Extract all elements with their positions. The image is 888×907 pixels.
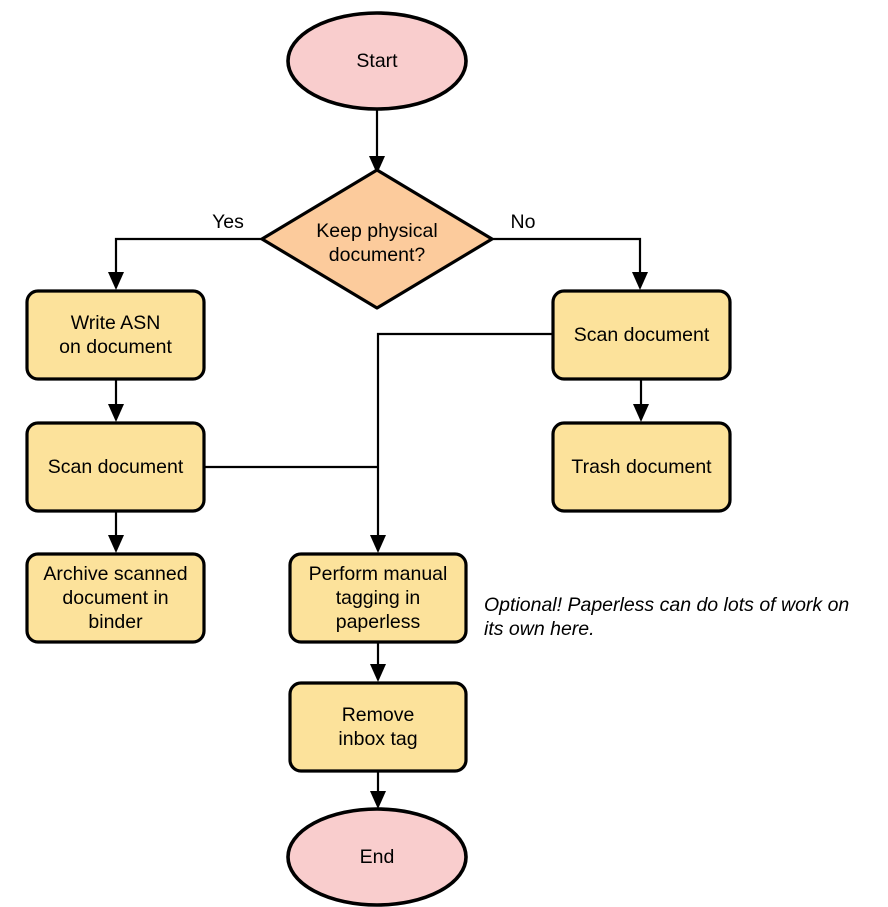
tagging-label-line3: paperless — [336, 611, 421, 633]
write-asn-box-shape[interactable] — [25, 289, 206, 381]
node-trash-document[interactable]: Trash document — [551, 421, 732, 513]
edge-tagging-to-remove-inbox — [370, 642, 386, 682]
decision-diamond-shape[interactable] — [260, 168, 494, 310]
edge-scan-right-to-tagging — [370, 332, 553, 553]
arrowhead-icon — [108, 535, 124, 553]
start-terminator-shape[interactable] — [286, 11, 468, 111]
edge-scan-left-to-archive — [108, 511, 124, 553]
scan-document-left-box-shape[interactable] — [25, 421, 206, 513]
edge-write-asn-to-scan-left — [108, 379, 124, 422]
start-label: Start — [356, 50, 398, 72]
arrowhead-icon — [108, 404, 124, 422]
arrowhead-icon — [369, 156, 385, 174]
node-archive-scanned-document[interactable]: Archive scanned document in binder — [25, 552, 206, 644]
tagging-label-line1: Perform manual — [309, 563, 448, 585]
decision-label-line2: document? — [329, 244, 426, 266]
end-terminator-shape[interactable] — [286, 807, 468, 907]
arrowhead-icon — [108, 272, 124, 290]
edge-remove-inbox-to-end — [370, 771, 386, 809]
node-write-asn[interactable]: Write ASN on document — [25, 289, 206, 381]
node-remove-inbox-tag[interactable]: Remove inbox tag — [288, 681, 468, 773]
edge-label-yes: Yes — [212, 211, 244, 233]
arrowhead-icon — [633, 404, 649, 422]
edge-label-no: No — [511, 211, 536, 233]
scan-document-left-label: Scan document — [48, 456, 184, 478]
node-start[interactable]: Start — [286, 11, 468, 111]
annotation-line1: Optional! Paperless can do lots of work … — [484, 594, 849, 616]
edge-decision-to-write-asn: Yes — [108, 211, 262, 290]
node-scan-document-left[interactable]: Scan document — [25, 421, 206, 513]
end-label: End — [360, 846, 395, 868]
write-asn-label-line1: Write ASN — [71, 312, 161, 334]
edge-line — [492, 237, 642, 279]
node-perform-manual-tagging[interactable]: Perform manual tagging in paperless — [288, 552, 468, 644]
annotation-line2: its own here. — [484, 618, 595, 640]
arrowhead-icon — [632, 272, 648, 290]
arrowhead-icon — [370, 664, 386, 682]
edge-line — [114, 237, 262, 279]
arrowhead-icon — [370, 535, 386, 553]
node-scan-document-right[interactable]: Scan document — [551, 289, 732, 381]
tagging-box-shape[interactable] — [288, 552, 468, 644]
node-end[interactable]: End — [286, 807, 468, 907]
remove-inbox-label-line2: inbox tag — [338, 728, 417, 750]
edge-scan-right-to-trash — [633, 379, 649, 422]
edge-line — [376, 332, 553, 542]
scan-document-right-box-shape[interactable] — [551, 289, 732, 381]
trash-document-box-shape[interactable] — [551, 421, 732, 513]
write-asn-label-line2: on document — [59, 336, 172, 358]
remove-inbox-tag-box-shape[interactable] — [288, 681, 468, 773]
trash-document-label: Trash document — [571, 456, 712, 478]
annotation-optional-note: Optional! Paperless can do lots of work … — [484, 594, 849, 640]
archive-box-shape[interactable] — [25, 552, 206, 644]
arrowhead-icon — [370, 791, 386, 809]
scan-document-right-label: Scan document — [574, 324, 710, 346]
edge-decision-to-scan-right: No — [492, 211, 648, 290]
archive-label-line2: document in — [62, 587, 168, 609]
decision-label-line1: Keep physical — [316, 220, 437, 242]
edge-start-to-decision — [369, 109, 385, 174]
archive-label-line3: binder — [88, 611, 143, 633]
node-decision-keep-physical-document[interactable]: Keep physical document? — [260, 168, 494, 310]
archive-label-line1: Archive scanned — [43, 563, 187, 585]
tagging-label-line2: tagging in — [336, 587, 421, 609]
remove-inbox-label-line1: Remove — [342, 704, 415, 726]
